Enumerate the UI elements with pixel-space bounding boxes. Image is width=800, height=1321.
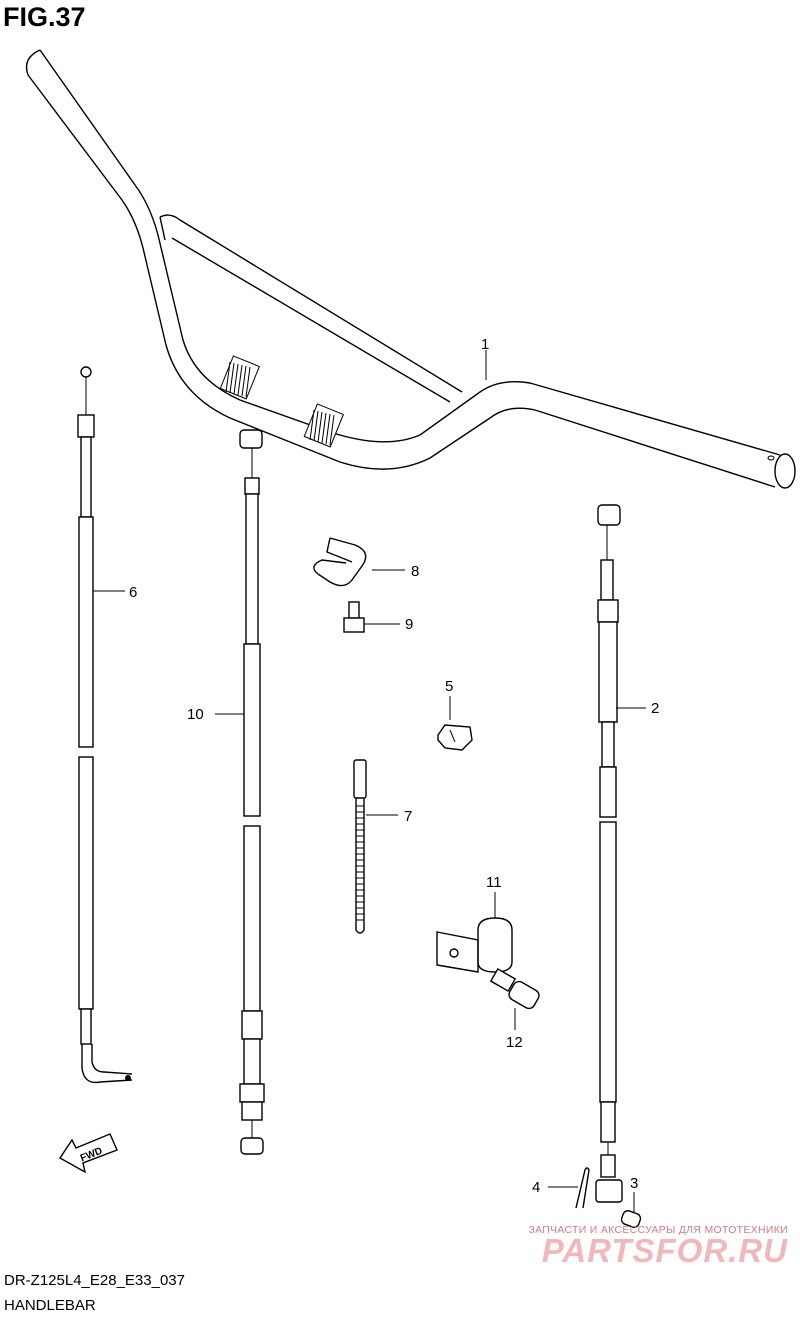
callout-1: 1 <box>481 336 489 353</box>
model-code: DR-Z125L4_E28_E33_037 <box>4 1272 185 1289</box>
callout-11: 11 <box>486 874 502 891</box>
knurled-grip-right <box>303 403 344 448</box>
bolt-12 <box>489 967 540 1030</box>
diagram-name: HANDLEBAR <box>4 1297 96 1314</box>
handlebar <box>25 49 796 489</box>
bolt-9 <box>343 601 400 633</box>
watermark: ЗАПЧАСТИ И АКСЕССУАРЫ ДЛЯ МОТОТЕХНИКИ PA… <box>528 1224 788 1270</box>
figure-title: FIG.37 <box>3 2 86 32</box>
cable-2 <box>595 504 646 1203</box>
callout-9: 9 <box>405 616 413 633</box>
knurled-grip-left <box>219 355 260 400</box>
callout-10: 10 <box>187 706 204 723</box>
callout-2: 2 <box>651 700 659 717</box>
cable-10 <box>215 429 265 1155</box>
cable-guide-8 <box>313 537 405 587</box>
callout-6: 6 <box>129 584 137 601</box>
bracket-11 <box>436 892 513 973</box>
cotter-pin-4 <box>548 1167 590 1209</box>
callout-7: 7 <box>404 808 412 825</box>
pin-3 <box>620 1192 642 1228</box>
callout-4: 4 <box>532 1179 540 1196</box>
callout-3: 3 <box>630 1175 638 1192</box>
watermark-brand: PARTSFOR.RU <box>541 1232 788 1269</box>
cable-6 <box>77 366 133 1084</box>
callout-12: 12 <box>506 1034 523 1051</box>
clip-5 <box>437 696 473 751</box>
callout-8: 8 <box>411 563 419 580</box>
cable-tie-7 <box>353 759 398 934</box>
fwd-arrow-icon: FWD <box>58 1133 118 1174</box>
callout-5: 5 <box>445 678 453 695</box>
watermark-subtitle: ЗАПЧАСТИ И АКСЕССУАРЫ ДЛЯ МОТОТЕХНИКИ <box>528 1224 788 1236</box>
